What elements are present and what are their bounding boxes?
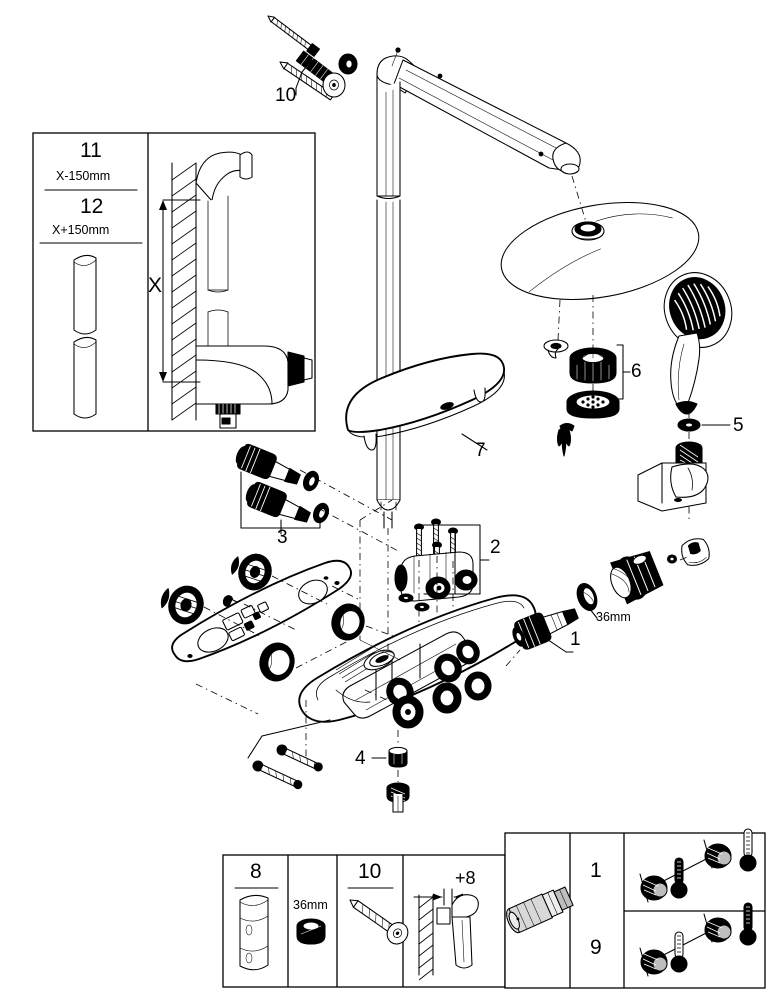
wall-detail — [159, 151, 313, 429]
valve-screws — [413, 518, 459, 570]
bl-panel-number-8: 8 — [250, 860, 262, 883]
cartridge-nut — [296, 918, 326, 945]
thermometer-hot-2 — [739, 902, 757, 946]
thermometer-hot — [739, 828, 757, 872]
callout-3: 3 — [277, 527, 288, 548]
br-panel-row-number-9: 9 — [590, 936, 602, 959]
riser-pipe — [376, 81, 401, 529]
body-fixing-screws — [247, 719, 410, 813]
thermometer-cold — [670, 857, 688, 899]
left-panel-dim-12: X+150mm — [52, 223, 110, 237]
callout-1: 1 — [570, 629, 581, 650]
inlet-assembly — [505, 538, 710, 667]
inlet-diagram-row1 — [639, 828, 757, 903]
mixer-body — [298, 594, 537, 729]
callout-5: 5 — [733, 415, 744, 436]
hand-shower — [663, 272, 733, 520]
bl-panel-number-10: 10 — [358, 860, 382, 883]
left-panel-dim-11: X-150mm — [56, 169, 111, 183]
callout-2: 2 — [490, 537, 501, 558]
body-internals — [335, 631, 492, 729]
fixing-screw-10 — [349, 899, 409, 945]
spray-cartridge-stack — [543, 295, 631, 457]
nonreturn-cartridge — [506, 886, 574, 934]
rain-shower-head — [500, 175, 700, 301]
callout-10: 10 — [275, 85, 297, 106]
callout-7: 7 — [475, 440, 486, 461]
eccentric-connectors — [235, 443, 401, 553]
hand-shower-holder — [637, 462, 709, 512]
callout-6: 6 — [631, 361, 642, 382]
bl-panel-caption-36mm: 36mm — [293, 898, 328, 912]
pipe-segments — [73, 254, 97, 419]
bl-panel-caption-plus8: +8 — [455, 868, 476, 888]
br-panel-row-number-1: 1 — [590, 859, 602, 882]
wall-offset-detail — [413, 888, 479, 981]
shelf-tray — [345, 352, 505, 451]
annotation-36mm: 36mm — [596, 610, 631, 624]
thermometer-cold-2 — [670, 931, 688, 973]
callout-4: 4 — [355, 748, 366, 769]
left-panel-number-11: 11 — [80, 139, 102, 162]
left-panel-dimension-x: X — [148, 274, 163, 297]
valve-block — [394, 518, 490, 660]
construction-lines — [195, 499, 401, 760]
extension-sleeve — [239, 894, 269, 971]
bottom-right-panel-frame — [504, 828, 766, 989]
control-faceplate — [160, 553, 421, 682]
shower-arm — [376, 47, 581, 175]
left-panel-number-12: 12 — [80, 195, 104, 218]
inlet-diagram-row2 — [639, 902, 757, 977]
